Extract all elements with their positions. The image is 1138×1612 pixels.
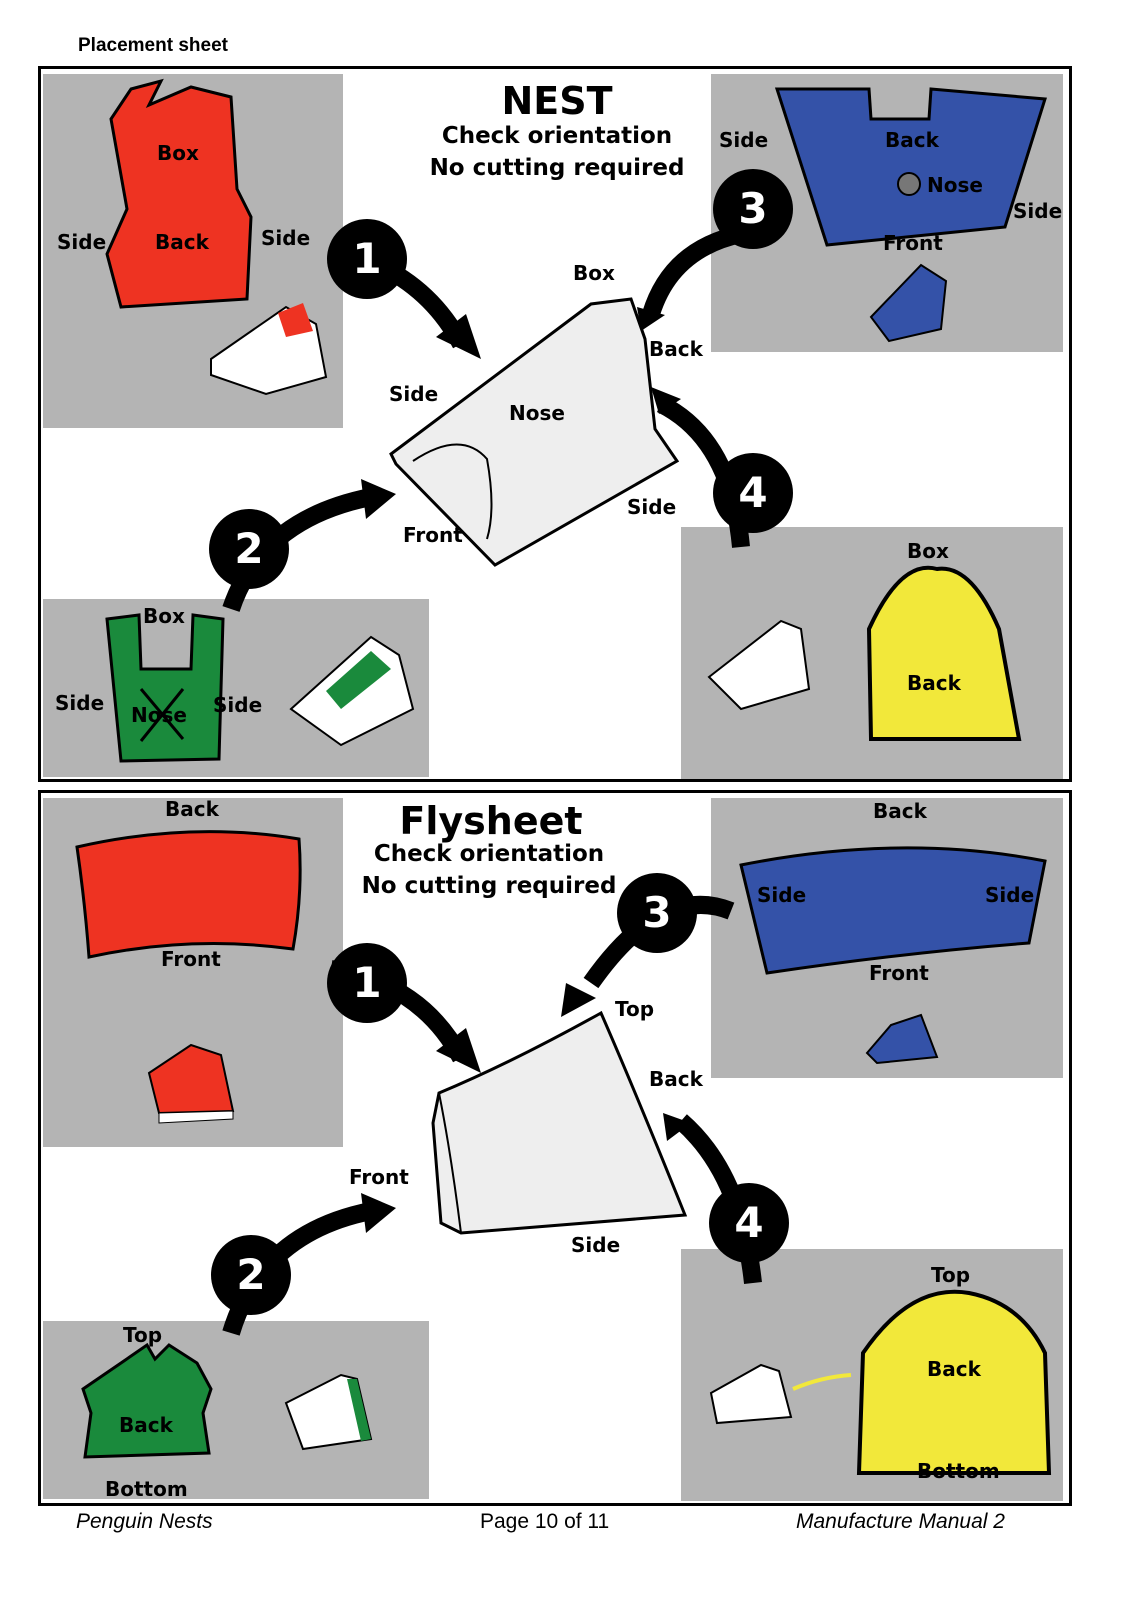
nest-main-back: Back bbox=[649, 337, 703, 361]
flysheet-green-piece bbox=[81, 1342, 213, 1459]
nest-step-4: 4 bbox=[713, 453, 793, 533]
nest-title: NEST bbox=[501, 79, 613, 123]
nest-green-top: Box bbox=[143, 604, 185, 628]
flysheet-subtitle-1: Check orientation bbox=[373, 841, 605, 867]
flysheet-blue-piece bbox=[739, 846, 1047, 975]
nest-red-top: Box bbox=[157, 141, 199, 165]
nest-green-right: Side bbox=[213, 693, 263, 717]
nest-red-center: Back bbox=[155, 230, 209, 254]
footer-right: Manufacture Manual 2 bbox=[796, 1510, 1005, 1533]
nest-green-piece bbox=[105, 613, 225, 763]
flysheet-main-front: Front bbox=[349, 1165, 409, 1189]
footer-left: Penguin Nests bbox=[76, 1510, 213, 1533]
flysheet-step-3: 3 bbox=[617, 873, 697, 953]
page-header: Placement sheet bbox=[78, 35, 228, 56]
flysheet-subtitle-2: No cutting required bbox=[361, 873, 617, 899]
nest-subtitle-2: No cutting required bbox=[429, 155, 685, 181]
nest-yellow-center: Back bbox=[907, 671, 961, 695]
footer-page-number: Page 10 of 11 bbox=[480, 1510, 610, 1533]
flysheet-step-2: 2 bbox=[211, 1235, 291, 1315]
flysheet-main-side: Side bbox=[571, 1233, 621, 1257]
flysheet-green-top: Top bbox=[123, 1323, 163, 1347]
nest-subtitle-1: Check orientation bbox=[441, 123, 673, 149]
nest-main-side-right: Side bbox=[627, 495, 677, 519]
flysheet-step-1: 1 bbox=[327, 943, 407, 1023]
flysheet-red-bottom: Front bbox=[161, 947, 221, 971]
nest-main-side-left: Side bbox=[389, 382, 439, 406]
nest-main-shape bbox=[389, 297, 680, 567]
flysheet-green-center: Back bbox=[119, 1413, 173, 1437]
nest-blue-left: Side bbox=[719, 128, 769, 152]
nest-main-nose: Nose bbox=[509, 401, 565, 425]
flysheet-blue-top: Back bbox=[873, 799, 927, 823]
flysheet-green-bottom: Bottom bbox=[105, 1477, 188, 1501]
flysheet-yellow-top: Top bbox=[931, 1263, 971, 1287]
nest-step-2: 2 bbox=[209, 509, 289, 589]
flysheet-step-4: 4 bbox=[709, 1183, 789, 1263]
flysheet-red-top: Back bbox=[165, 797, 219, 821]
nest-illustration bbox=[43, 74, 1063, 779]
nest-red-left: Side bbox=[57, 230, 107, 254]
nest-green-left: Side bbox=[55, 691, 105, 715]
flysheet-yellow-piece bbox=[856, 1289, 1052, 1475]
nest-main-front: Front bbox=[403, 523, 463, 547]
nest-yellow-piece bbox=[866, 565, 1022, 741]
nest-green-center: Nose bbox=[131, 703, 187, 727]
flysheet-illustration bbox=[43, 798, 1063, 1501]
flysheet-blue-left: Side bbox=[757, 883, 807, 907]
nest-step-1: 1 bbox=[327, 219, 407, 299]
flysheet-blue-right: Side bbox=[985, 883, 1035, 907]
flysheet-blue-bottom: Front bbox=[869, 961, 929, 985]
flysheet-red-piece bbox=[75, 830, 302, 959]
flysheet-panel: Flysheet Check orientation No cutting re… bbox=[38, 790, 1072, 1506]
nest-blue-top: Back bbox=[885, 128, 939, 152]
nest-red-right: Side bbox=[261, 226, 311, 250]
nest-panel: NEST Check orientation No cutting requir… bbox=[38, 66, 1072, 782]
flysheet-main-back: Back bbox=[649, 1067, 703, 1091]
flysheet-yellow-center: Back bbox=[927, 1357, 981, 1381]
nest-blue-bottom: Front bbox=[883, 231, 943, 255]
flysheet-yellow-bottom: Bottom bbox=[917, 1459, 1000, 1483]
nest-red-piece bbox=[105, 78, 253, 309]
nest-yellow-top: Box bbox=[907, 539, 949, 563]
nest-blue-nose: Nose bbox=[927, 173, 983, 197]
nest-blue-piece bbox=[774, 87, 1047, 247]
nest-main-box: Box bbox=[573, 261, 615, 285]
nest-blue-right: Side bbox=[1013, 199, 1063, 223]
nest-step-3: 3 bbox=[713, 169, 793, 249]
flysheet-main-top: Top bbox=[615, 997, 655, 1021]
flysheet-title: Flysheet bbox=[399, 799, 583, 843]
flysheet-main-shape bbox=[431, 1010, 688, 1235]
